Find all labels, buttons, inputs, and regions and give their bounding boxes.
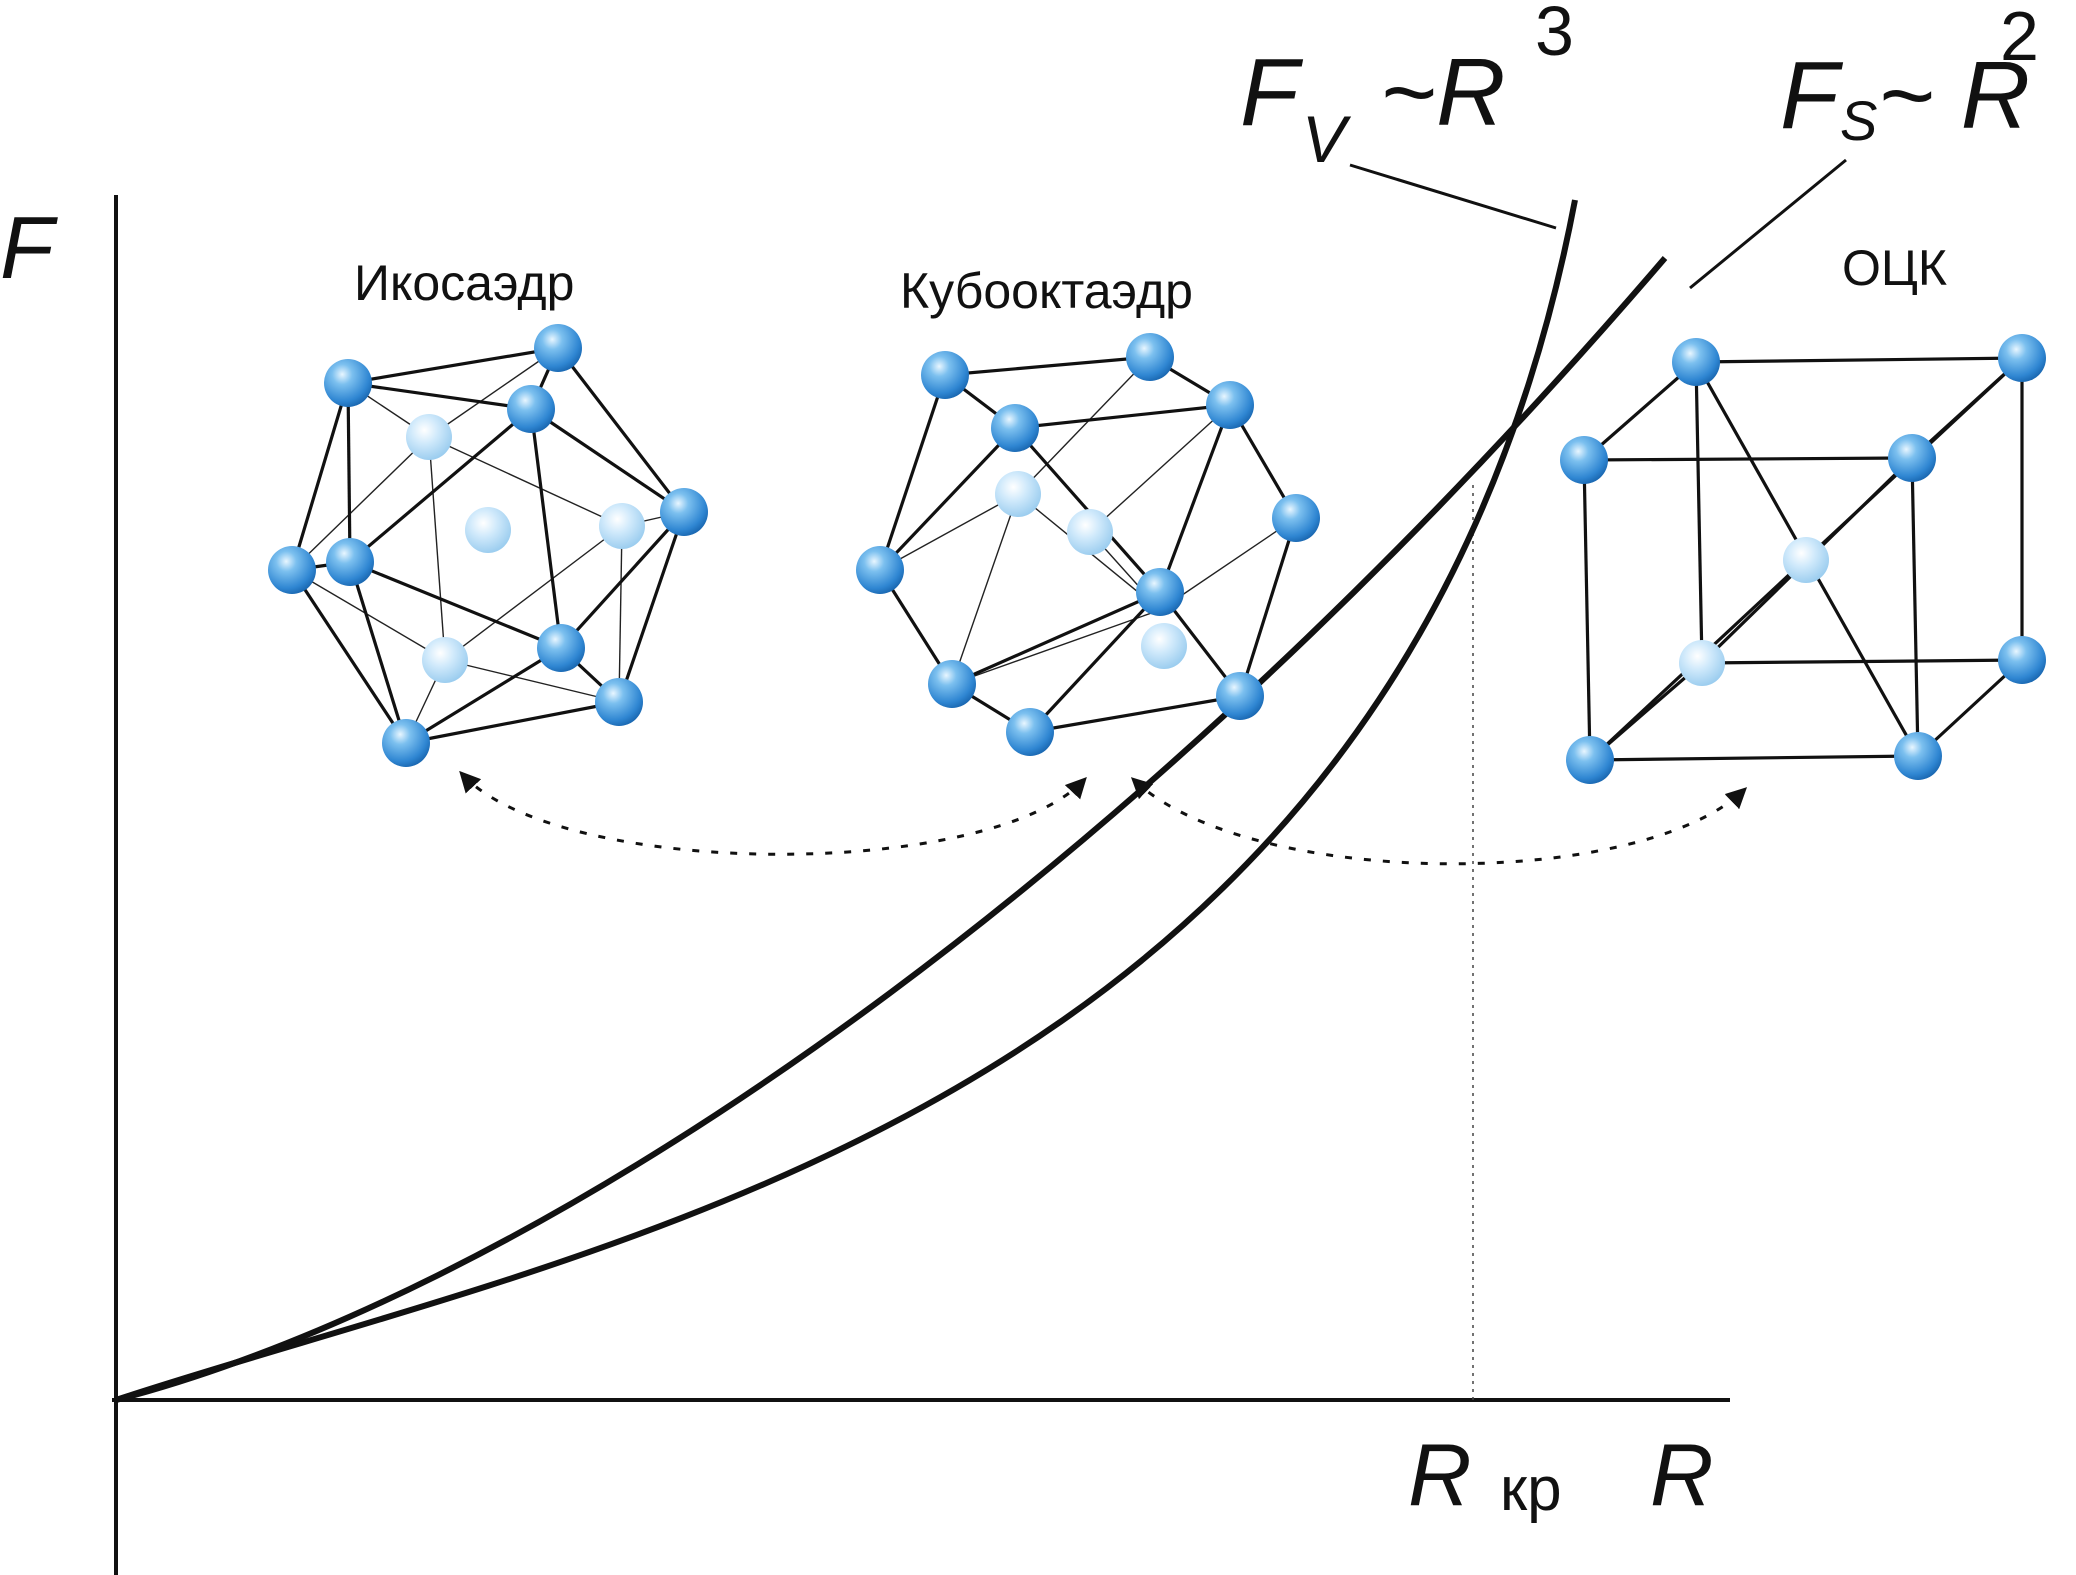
atom-front <box>1272 494 1320 542</box>
atom-front <box>1006 708 1054 756</box>
critical-radius-main: R <box>1408 1425 1472 1524</box>
volume-energy-curve <box>115 199 1578 1403</box>
critical-radius-label: R кр <box>1408 1425 1562 1524</box>
icosahedron-atoms <box>268 324 708 767</box>
atom-front <box>856 546 904 594</box>
atom-back <box>1067 509 1113 555</box>
atom-front <box>1126 333 1174 381</box>
atom-front <box>382 719 430 767</box>
volume-curve-leader <box>1349 163 1557 230</box>
atom-back <box>995 471 1041 517</box>
bcc-model <box>1560 334 2046 784</box>
volume-formula-main: F <box>1240 39 1304 146</box>
atom-center <box>1783 537 1829 583</box>
atom-front <box>1216 672 1264 720</box>
volume-formula-exponent: 3 <box>1535 0 1574 70</box>
transition-arrow-icosahedron-cuboctahedron <box>459 770 1087 856</box>
atom-front <box>1560 436 1608 484</box>
cuboctahedron-atoms <box>856 333 1320 756</box>
atom-front <box>921 351 969 399</box>
atom-front <box>1672 338 1720 386</box>
atom-front <box>1566 736 1614 784</box>
atom-front <box>1998 334 2046 382</box>
atom-front <box>534 324 582 372</box>
atom-front <box>537 624 585 672</box>
atom-front <box>1998 636 2046 684</box>
volume-formula-subscript: V <box>1302 102 1352 176</box>
atom-front <box>326 538 374 586</box>
atom-front <box>928 660 976 708</box>
surface-energy-curve <box>115 256 1668 1403</box>
atom-back <box>1679 640 1725 686</box>
atom-back <box>1141 623 1187 669</box>
surface-formula-relation: ~ R <box>1878 42 2030 149</box>
transition-arrow-cuboctahedron-bcc <box>1130 777 1748 866</box>
surface-formula-label: F S ~ R 2 <box>1780 0 2039 152</box>
critical-radius-subscript: кр <box>1500 1455 1562 1524</box>
volume-formula-label: F V ~R 3 <box>1240 0 1574 176</box>
atom-back <box>599 503 645 549</box>
atom-front <box>268 546 316 594</box>
icosahedron-title: Икосаэдр <box>354 255 574 311</box>
atom-front <box>991 404 1039 452</box>
volume-formula-relation: ~R <box>1380 39 1505 146</box>
surface-formula-exponent: 2 <box>2000 0 2039 75</box>
atom-front <box>1136 568 1184 616</box>
atom-front <box>507 385 555 433</box>
x-axis-label: R <box>1650 1425 1714 1524</box>
atom-front <box>1206 381 1254 429</box>
surface-curve-leader <box>1689 158 1847 290</box>
atom-center <box>465 507 511 553</box>
surface-formula-subscript: S <box>1840 89 1877 152</box>
atom-back <box>422 637 468 683</box>
bcc-atoms <box>1560 334 2046 784</box>
icosahedron-model <box>268 324 708 767</box>
atom-front <box>1888 434 1936 482</box>
icosahedron-front-edges <box>290 346 686 745</box>
atom-front <box>324 359 372 407</box>
surface-formula-main: F <box>1780 42 1844 149</box>
cuboctahedron-title: Кубооктаэдр <box>900 263 1193 319</box>
y-axis-label: F <box>0 198 58 297</box>
atom-front <box>1894 732 1942 780</box>
atom-back <box>406 414 452 460</box>
bcc-title: ОЦК <box>1842 240 1947 296</box>
cuboctahedron-model <box>856 333 1320 756</box>
atom-front <box>660 488 708 536</box>
atom-front <box>595 678 643 726</box>
